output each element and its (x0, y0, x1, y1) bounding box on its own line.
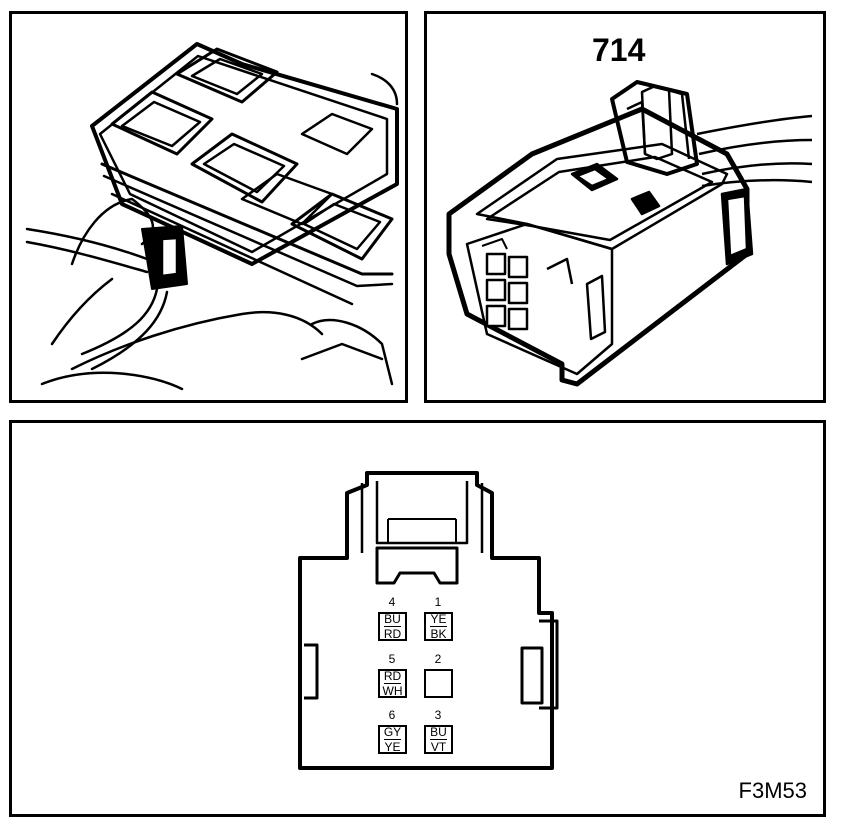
installation-illustration (25, 42, 399, 391)
wire-color-secondary: WH (382, 684, 403, 698)
pin-cell-4: BU RD (378, 612, 407, 641)
pin-cell-6: GY YE (378, 725, 407, 754)
wire-color-primary: BU (430, 725, 447, 740)
wire-color-secondary: YE (384, 740, 401, 754)
wire-color-secondary: VT (430, 740, 447, 754)
connector-id-label: 714 (592, 32, 646, 68)
wire-color-primary: BU (384, 612, 401, 627)
pin-cell-5: RD WH (378, 669, 407, 698)
wire-color-primary: RD (383, 669, 402, 684)
connector-3d-panel: 714 (424, 11, 826, 403)
pin-cell-2-empty (424, 669, 453, 698)
connector-face-panel: 4 BU RD 1 YE BK 5 RD WH 2 6 GY YE 3 BU V… (9, 420, 826, 817)
wire-color-secondary: RD (383, 627, 402, 641)
connector-3d-illustration (446, 80, 813, 387)
installation-view-panel (9, 11, 408, 403)
pin-cell-1: YE BK (424, 612, 453, 641)
connector-face-outline (298, 471, 559, 770)
pin-number-5: 5 (388, 652, 396, 666)
pin-number-6: 6 (388, 708, 396, 722)
pin-number-4: 4 (388, 595, 396, 609)
wire-color-primary: GY (383, 725, 402, 740)
wire-color-secondary: BK (430, 627, 447, 641)
pin-cell-3: BU VT (424, 725, 453, 754)
figure-code-label: F3M53 (738, 778, 807, 803)
pin-number-2: 2 (434, 652, 442, 666)
pin-number-1: 1 (434, 595, 442, 609)
pin-number-3: 3 (434, 708, 442, 722)
wire-color-primary: YE (430, 612, 447, 627)
